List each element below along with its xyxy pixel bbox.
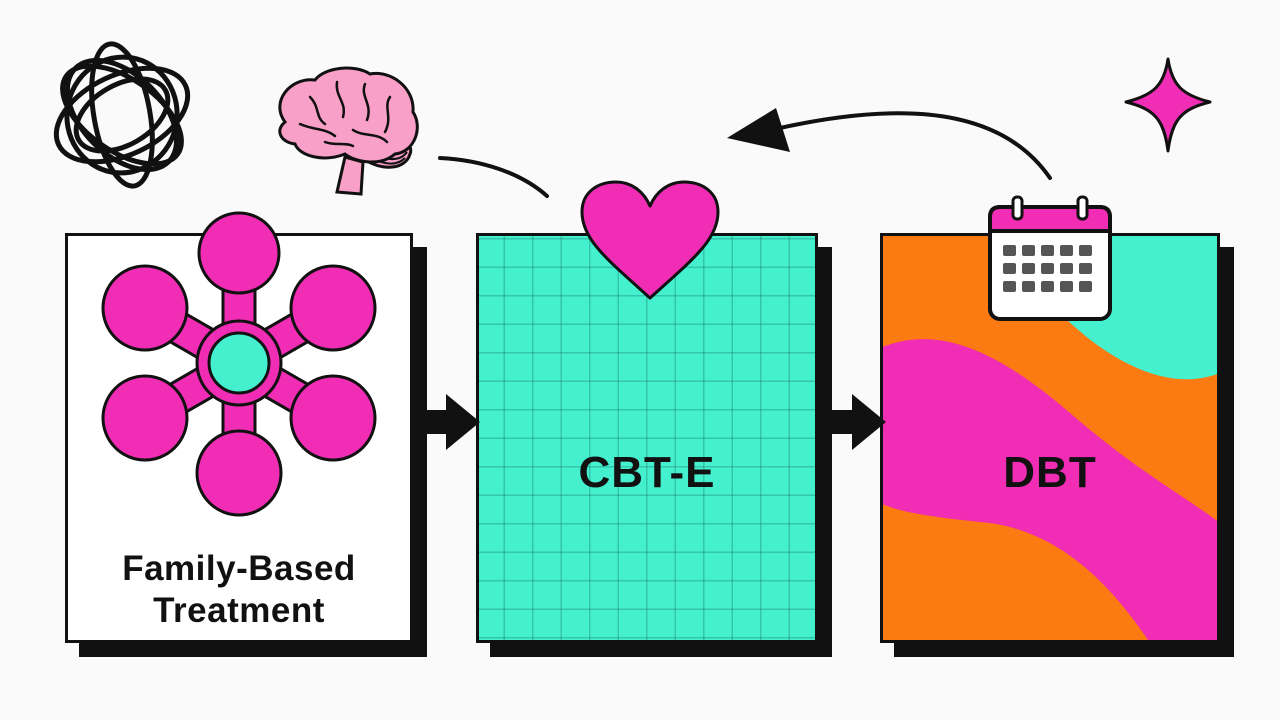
calendar-icon <box>988 195 1112 321</box>
arrowhead-icon <box>727 108 790 152</box>
tangle-icon <box>53 41 191 189</box>
heart-icon <box>580 180 720 300</box>
step-title-cbt-e: CBT-E <box>578 448 716 497</box>
arrow-right-icon <box>420 394 480 450</box>
brain-icon <box>278 66 419 196</box>
network-icon <box>101 211 377 517</box>
step-title-family-based-treatment: Family-Based Treatment <box>65 548 413 632</box>
step-title-line-1: Family-Based <box>122 549 356 588</box>
step-title-dbt: DBT <box>1003 448 1097 497</box>
card-family-based-treatment <box>65 211 413 643</box>
card-cbt-e <box>476 233 818 643</box>
sparkle-icon <box>1124 57 1212 153</box>
step-title-line-2: Treatment <box>153 591 325 630</box>
arrow-right-icon <box>826 394 886 450</box>
